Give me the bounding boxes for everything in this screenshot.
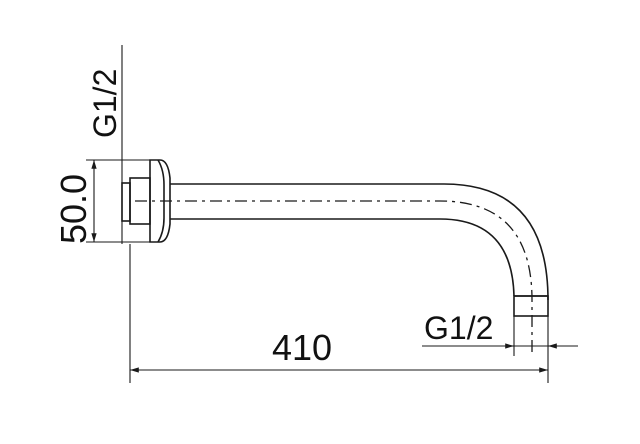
wall-flange [149,159,171,243]
outlet-thread-label: G1/2 [424,310,493,346]
top-thread-label: G1/2 [87,69,123,138]
length-label: 410 [272,327,332,368]
pipe-centerline [135,200,533,352]
pipe-upper-wall [170,183,549,301]
flange-height-label: 50.0 [53,174,94,244]
connector-nut [121,182,131,222]
pipe-lower-wall [170,218,515,297]
outlet-thread [513,295,549,317]
